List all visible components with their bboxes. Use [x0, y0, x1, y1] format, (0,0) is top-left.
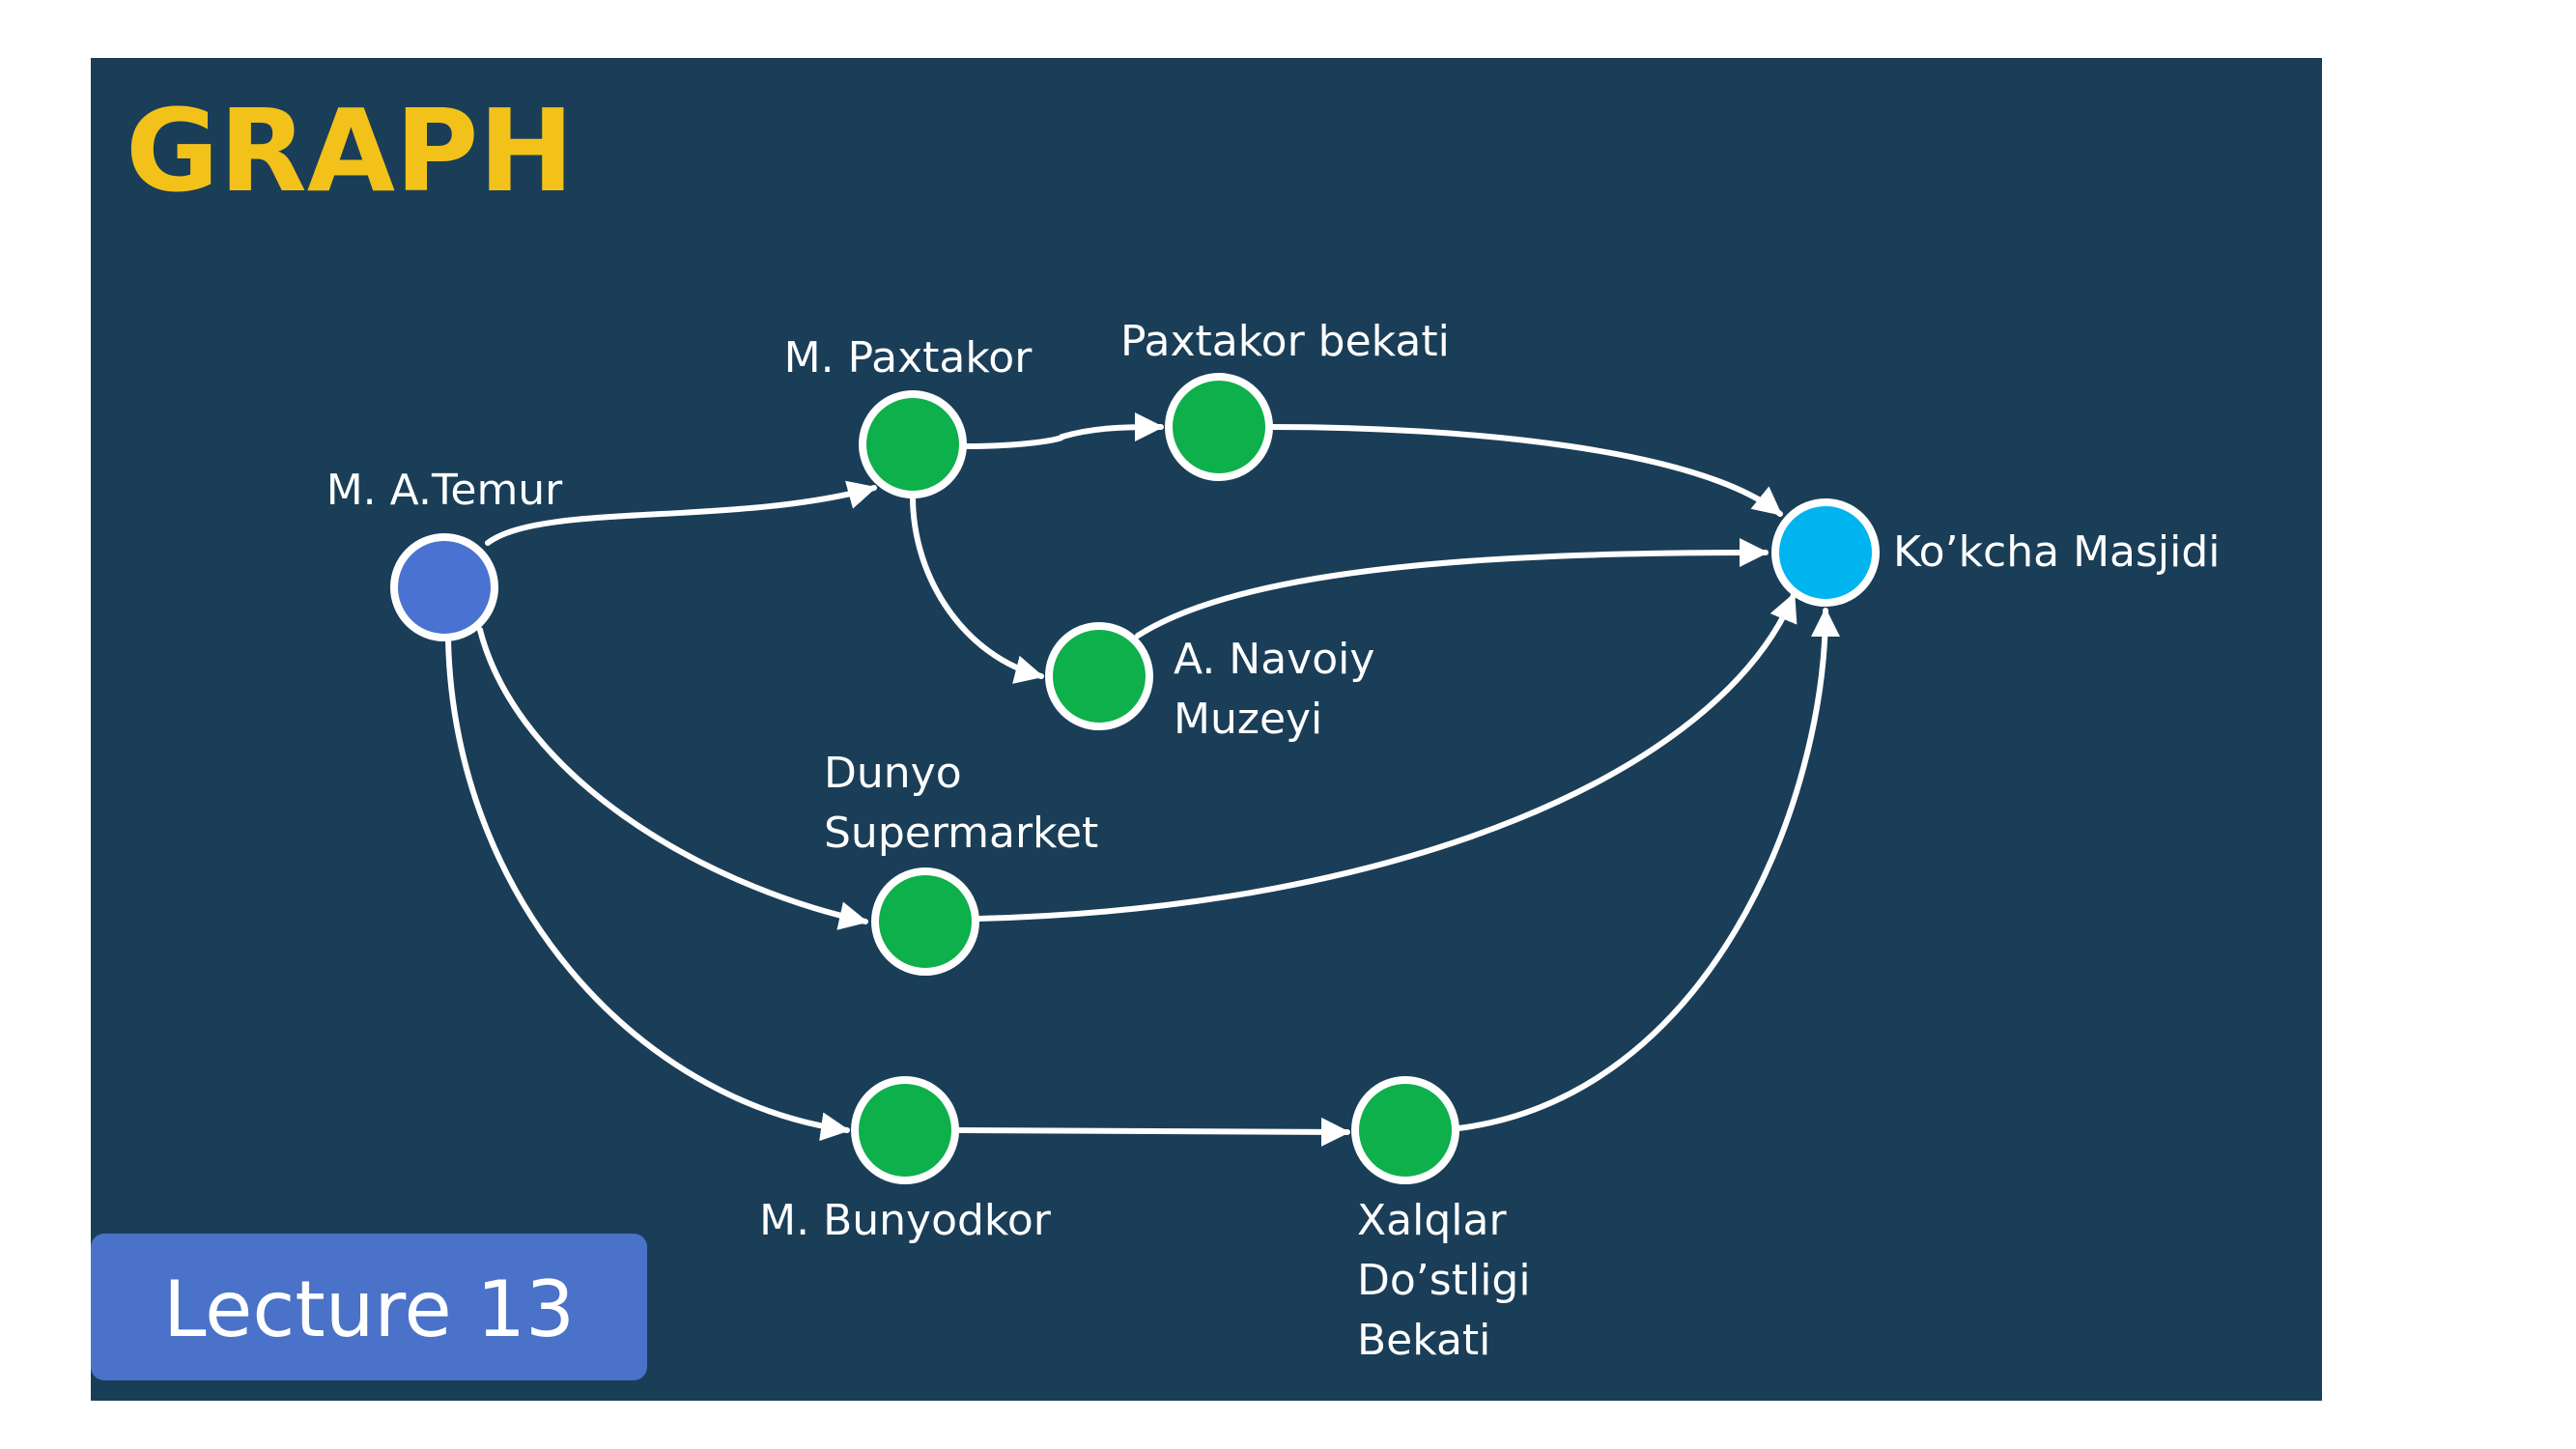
slide-title: GRAPH — [126, 84, 574, 217]
edge-bunyodkor-to-xalqlar — [955, 1117, 1350, 1147]
node-label-line: Xalqlar — [1357, 1196, 1507, 1245]
edge-pbekati-to-masjid — [1268, 424, 1783, 517]
graph-edges — [445, 412, 1840, 1147]
graph-node-labels: M. A.Temur M. Paxtakor Paxtakor bekati A. N… — [326, 317, 2221, 1365]
lecture-badge-background — [91, 1234, 647, 1380]
node-label-line: Dunyo — [824, 749, 962, 798]
node-navoiy — [1045, 622, 1153, 730]
node-label-line: Bekati — [1357, 1316, 1490, 1365]
node-masjid — [1771, 498, 1880, 607]
edge-atemur-to-dunyo — [477, 627, 868, 930]
lecture-badge: Lecture 13 — [91, 1234, 647, 1380]
edge-mpaxtakor-to-pbekati — [963, 412, 1164, 449]
node-bunyodkor — [851, 1076, 959, 1184]
edge-mpaxtakor-to-navoiy — [910, 494, 1044, 684]
node-atemur — [390, 533, 498, 641]
node-label-mpaxtakor: M. Paxtakor — [784, 333, 1033, 383]
lecture-badge-label: Lecture 13 — [163, 1264, 575, 1354]
node-label-atemur: M. A.Temur — [326, 466, 563, 515]
edge-navoiy-to-masjid — [1135, 538, 1769, 639]
node-pbekati — [1165, 373, 1273, 481]
edge-atemur-to-mpaxtakor — [485, 480, 877, 546]
node-mpaxtakor — [859, 390, 967, 498]
node-dunyo — [871, 867, 979, 976]
slide-background — [91, 58, 2322, 1401]
node-label-line: Supermarket — [824, 809, 1098, 858]
node-label-masjid: Ko’kcha Masjidi — [1893, 527, 2221, 577]
node-label-line: Do’stligi — [1357, 1256, 1531, 1305]
node-label-line: Paxtakor bekati — [1120, 317, 1450, 366]
edge-dunyo-to-masjid — [976, 592, 1798, 922]
node-label-bunyodkor: M. Bunyodkor — [759, 1196, 1052, 1245]
node-label-line: Muzeyi — [1174, 695, 1322, 744]
node-label-line: Ko’kcha Masjidi — [1893, 527, 2221, 577]
edge-xalqlar-to-masjid — [1456, 608, 1840, 1131]
node-label-line: A. Navoiy — [1174, 635, 1374, 684]
graph-nodes — [390, 373, 1880, 1184]
node-label-line: M. Bunyodkor — [759, 1196, 1052, 1245]
node-label-pbekati: Paxtakor bekati — [1120, 317, 1450, 366]
node-xalqlar — [1351, 1076, 1459, 1184]
node-label-line: M. Paxtakor — [784, 333, 1033, 383]
node-label-line: M. A.Temur — [326, 466, 563, 515]
edge-atemur-to-bunyodkor — [445, 637, 850, 1142]
